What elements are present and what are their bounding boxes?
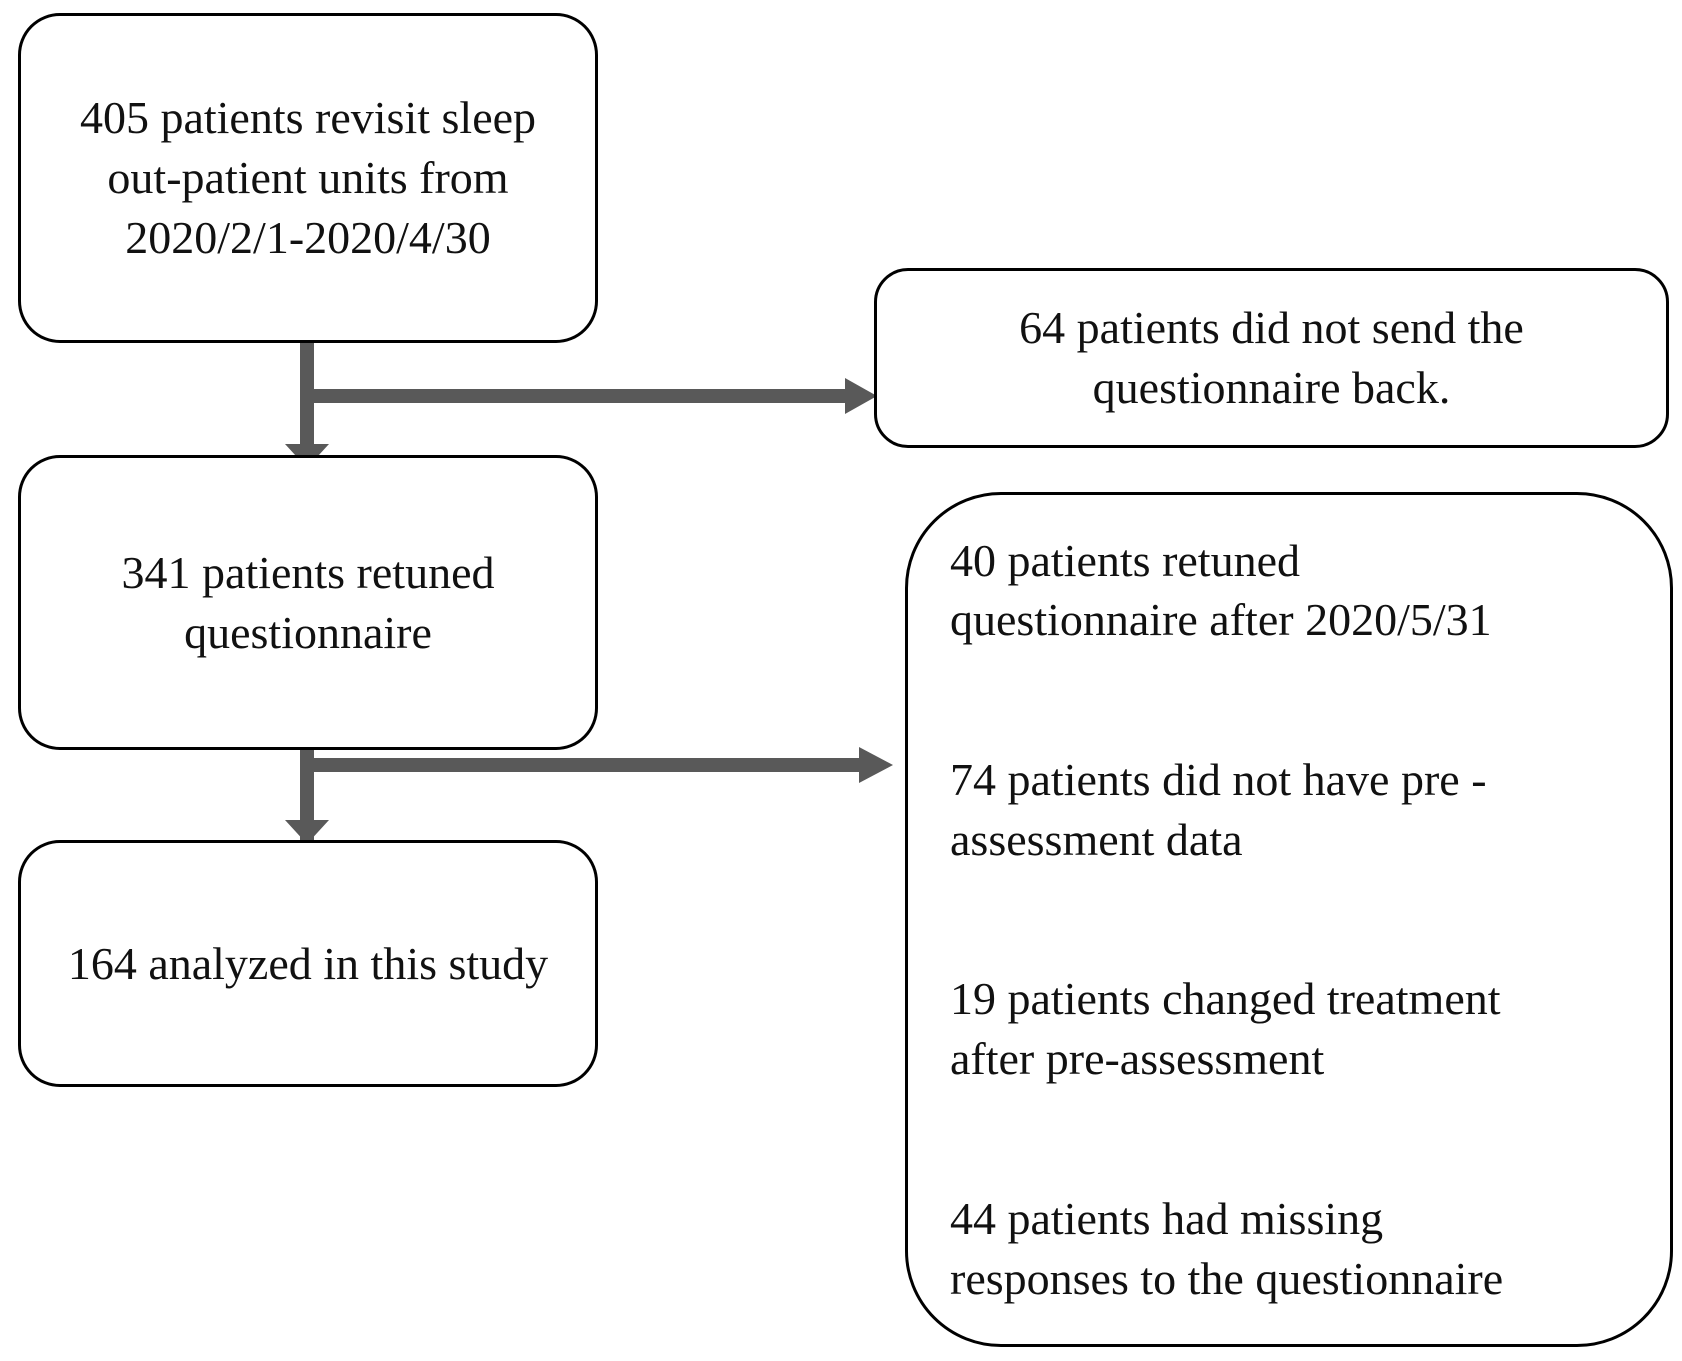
node-returned-questionnaire: 341 patients retuned questionnaire — [18, 455, 598, 750]
edge-returned-to-analyzed-stem — [300, 749, 314, 844]
node-enrolled-label: 405 patients revisit sleep out-patient u… — [79, 92, 537, 263]
edge-enrolled-split — [285, 341, 877, 468]
node-analyzed-in-study: 164 analyzed in this study — [18, 840, 598, 1087]
node-analyzed-label: 164 analyzed in this study — [67, 937, 549, 989]
node-returned-label: 341 patients retuned questionnaire — [121, 546, 495, 658]
edge-returned-split — [285, 747, 893, 844]
edge-returned-to-excluded-line — [307, 758, 863, 772]
node-not-sent-back: 64 patients did not send the questionnai… — [874, 268, 1669, 448]
exclusion-reason-item: 44 patients had missing responses to the… — [950, 1192, 1504, 1304]
edge-enrolled-to-returned-stem — [300, 341, 314, 446]
exclusion-reason-item: 40 patients retuned questionnaire after … — [950, 534, 1492, 646]
arrowhead-right-notsent — [845, 378, 877, 414]
exclusion-reason-list: 40 patients retuned questionnaire after … — [950, 471, 1638, 1361]
exclusion-reason-item: 74 patients did not have pre - assessmen… — [950, 754, 1487, 865]
exclusion-reason-item: 19 patients changed treatment after pre-… — [950, 973, 1501, 1085]
arrowhead-right-excluded — [859, 747, 893, 783]
edge-enrolled-to-notsent-line — [307, 389, 849, 403]
node-exclusion-reasons: 40 patients retuned questionnaire after … — [905, 492, 1673, 1347]
node-not-sent-back-label: 64 patients did not send the questionnai… — [1019, 302, 1524, 413]
node-enrolled-patients: 405 patients revisit sleep out-patient u… — [18, 13, 598, 343]
